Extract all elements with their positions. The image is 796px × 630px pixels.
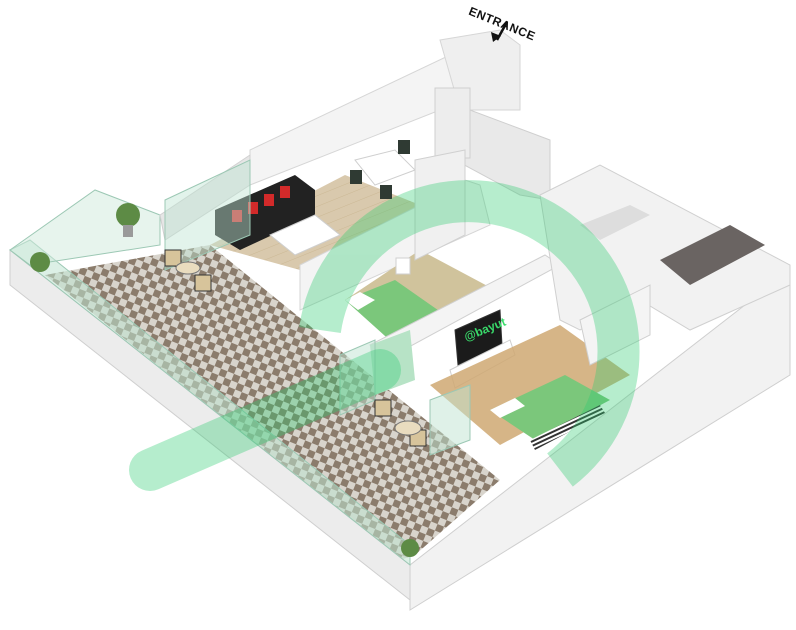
arrow-down-left-icon <box>491 21 509 42</box>
bathroom-2-floor <box>660 225 765 285</box>
terrace-chair-set-2 <box>374 399 427 447</box>
bed-2-bench <box>530 405 605 450</box>
bedroom2-glass-door <box>429 384 471 456</box>
partition-wall-green <box>370 330 415 395</box>
bed-2 <box>490 375 610 440</box>
dining-chair <box>380 185 392 199</box>
bathroom-1-floor <box>580 205 650 240</box>
fridge <box>434 87 471 159</box>
sofa-cushion <box>280 186 290 198</box>
bed-1-pillows <box>345 292 375 310</box>
dining-chair <box>398 140 410 154</box>
terrace-floor <box>45 245 500 560</box>
bathroom-walls <box>539 164 791 331</box>
plant-icon <box>30 252 50 272</box>
coffee-table <box>269 214 341 256</box>
nightstand-lamp <box>395 257 411 275</box>
bedroom1-wardrobe <box>414 149 466 261</box>
wardrobe-2 <box>579 284 651 366</box>
dining-table <box>354 149 416 186</box>
outer-slab-right <box>409 268 791 611</box>
plant-icon <box>116 203 140 237</box>
bed-2-pillows <box>490 398 525 418</box>
living-glass-door <box>164 159 251 271</box>
sofa-cushion <box>232 210 242 222</box>
glass-railing-end <box>9 189 161 266</box>
plant-icon <box>401 539 419 557</box>
sofa-cushion <box>264 194 274 206</box>
watermark-logo <box>129 180 640 491</box>
sofa-cushion <box>248 202 258 214</box>
terrace-chair-set-1 <box>164 249 212 292</box>
dining-chair <box>350 170 362 184</box>
bedroom2-floor <box>430 325 630 445</box>
